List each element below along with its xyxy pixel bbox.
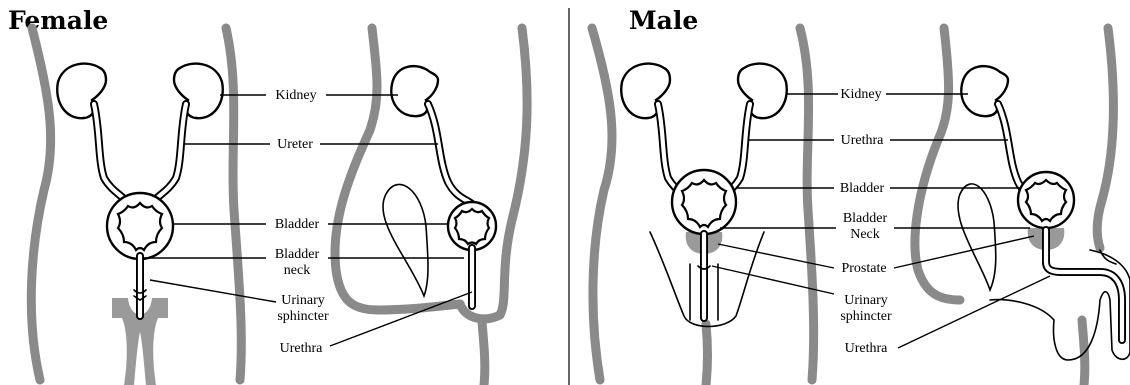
male-label-bladder-neck-2: Neck bbox=[850, 227, 880, 242]
female-label-kidney: Kidney bbox=[275, 88, 316, 103]
male-side-rectum bbox=[958, 184, 996, 290]
male-front-leg bbox=[706, 324, 708, 385]
male-label-prostate: Prostate bbox=[841, 261, 886, 276]
female-front-body-right bbox=[226, 28, 241, 380]
female-label-ureter: Ureter bbox=[277, 137, 313, 152]
female-side-uterus bbox=[383, 184, 428, 296]
male-label-sphincter-1: Urinary bbox=[844, 293, 888, 308]
male-side-genitals bbox=[990, 250, 1130, 360]
female-side-buttock bbox=[460, 304, 500, 319]
male-front-body-right bbox=[800, 28, 814, 380]
female-side-leg bbox=[482, 322, 485, 385]
male-label-bladder-neck-1: Bladder bbox=[843, 211, 888, 226]
male-label-sphincter-2: sphincter bbox=[840, 309, 892, 324]
male-title: Male bbox=[629, 6, 698, 35]
female-label-bladder-neck-2: neck bbox=[284, 263, 310, 278]
male-side-body-back bbox=[1097, 28, 1113, 248]
male-label-bladder: Bladder bbox=[840, 181, 885, 196]
male-panel: Male bbox=[592, 6, 1130, 385]
female-panel: Female bbox=[8, 6, 527, 385]
male-front-body-left bbox=[592, 28, 612, 380]
female-label-sphincter-2: sphincter bbox=[277, 309, 329, 324]
male-side-body-front bbox=[915, 28, 960, 300]
male-label-urethra-upper: Urethra bbox=[841, 133, 885, 148]
female-label-bladder: Bladder bbox=[275, 217, 320, 232]
female-label-urethra: Urethra bbox=[280, 341, 324, 356]
female-label-bladder-neck-1: Bladder bbox=[275, 247, 320, 262]
female-title: Female bbox=[8, 6, 108, 35]
female-side-body-back bbox=[500, 28, 527, 315]
male-label-kidney: Kidney bbox=[840, 87, 881, 102]
female-label-sphincter-1: Urinary bbox=[281, 293, 325, 308]
female-front-body-left bbox=[31, 28, 50, 380]
male-label-urethra: Urethra bbox=[845, 341, 889, 356]
